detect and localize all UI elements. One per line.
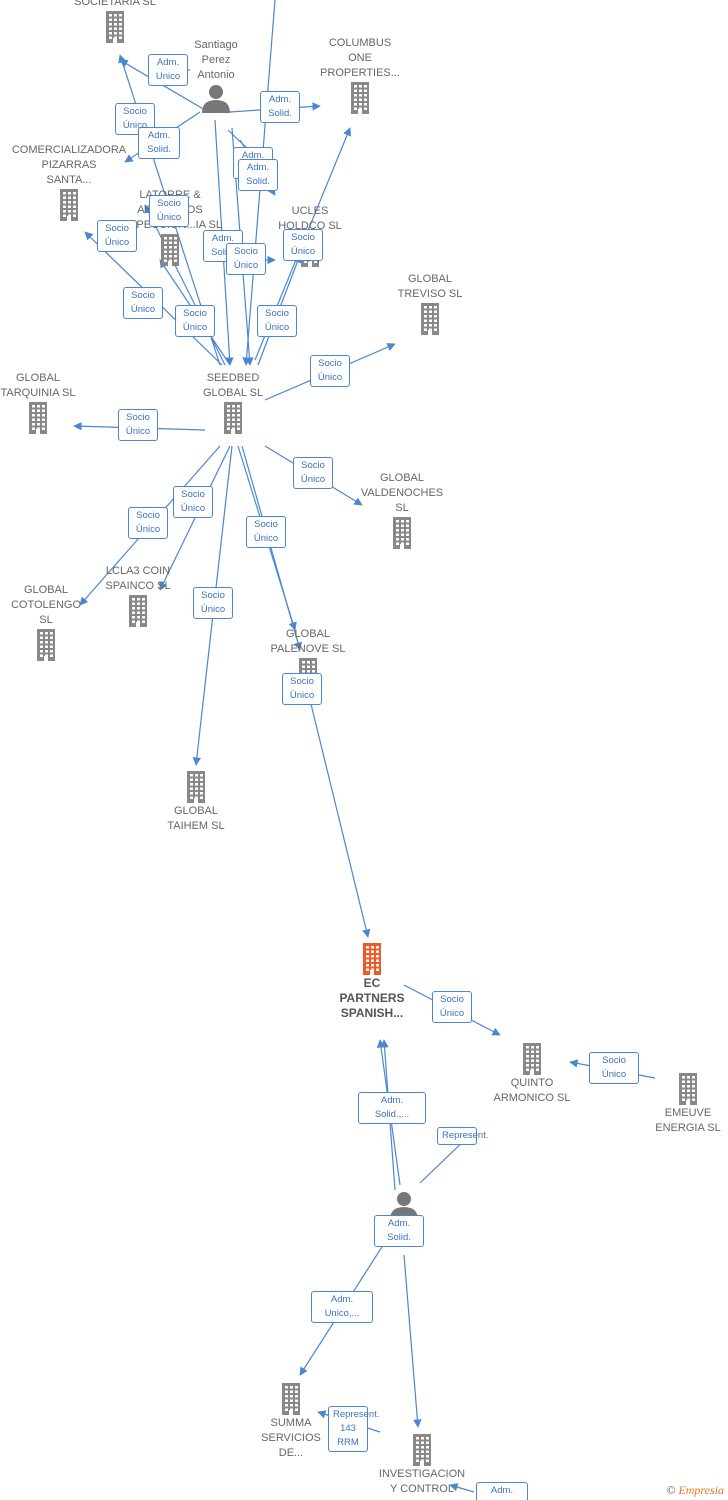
relation-label[interactable]: Adm. Solid. bbox=[260, 91, 300, 123]
relation-label[interactable]: Socio Único bbox=[246, 516, 286, 548]
building-icon bbox=[110, 233, 230, 267]
node-label: EMEUVE ENERGIA SL bbox=[655, 1107, 721, 1134]
relation-label[interactable]: Adm. Unico bbox=[148, 54, 188, 86]
relation-label[interactable]: Socio Único bbox=[432, 991, 472, 1023]
node-label: QUINTO ARMONICO SL bbox=[493, 1077, 571, 1104]
relation-label[interactable]: Adm. Solid. bbox=[138, 127, 180, 159]
relation-label[interactable]: Adm. Unico,... bbox=[311, 1291, 373, 1323]
node-seedbed[interactable]: SEEDBED GLOBAL SL bbox=[183, 371, 283, 435]
building-icon bbox=[146, 770, 246, 804]
node-tarquinia[interactable]: GLOBAL TARQUINIA SL bbox=[0, 371, 90, 435]
node-label: GLOBAL PALENOVE SL bbox=[270, 628, 346, 655]
relation-label[interactable]: Socio Único bbox=[175, 305, 215, 337]
node-label: EC PARTNERS SPANISH... bbox=[339, 976, 405, 1020]
node-investigacion[interactable]: INVESTIGACION Y CONTROL bbox=[372, 1433, 472, 1497]
node-lcla3[interactable]: LCLA3 COIN SPAINCO SL bbox=[88, 564, 188, 628]
relation-edge bbox=[309, 699, 371, 938]
node-taihem[interactable]: GLOBAL TAIHEM SL bbox=[146, 770, 246, 834]
copyright-symbol: © bbox=[666, 1483, 676, 1497]
node-label: GLOBAL COTOLENGO SL bbox=[10, 584, 82, 626]
building-icon bbox=[88, 594, 188, 628]
node-treviso[interactable]: GLOBAL TREVISO SL bbox=[380, 272, 480, 336]
node-quinto[interactable]: QUINTO ARMONICO SL bbox=[482, 1042, 582, 1106]
node-label: GLOBAL TAIHEM SL bbox=[167, 805, 225, 832]
node-cotolengo[interactable]: GLOBAL COTOLENGO SL bbox=[0, 583, 92, 662]
person-icon bbox=[176, 83, 256, 113]
building-icon bbox=[305, 81, 415, 115]
relation-label[interactable]: Represent. 143 RRM bbox=[328, 1406, 379, 1452]
relation-label[interactable]: Socio Único bbox=[97, 220, 137, 252]
building-icon bbox=[246, 1382, 336, 1416]
relation-label[interactable]: Socio Único bbox=[173, 486, 213, 518]
node-ecpartners[interactable]: EC PARTNERS SPANISH... bbox=[322, 942, 422, 1021]
relation-label[interactable]: Socio Único bbox=[128, 507, 168, 539]
relation-label[interactable]: Socio Único bbox=[293, 457, 333, 489]
node-emeuve[interactable]: EMEUVE ENERGIA SL bbox=[642, 1072, 728, 1136]
building-icon bbox=[352, 516, 452, 550]
node-label: COMERCIALIZADORA PIZARRAS SANTA... bbox=[11, 144, 127, 186]
node-label: COLUMBUS ONE PROPERTIES... bbox=[320, 37, 400, 79]
node-label: GLOBAL VALDENOCHES SL bbox=[360, 472, 444, 514]
relation-edge bbox=[449, 1483, 475, 1493]
relation-label[interactable]: Socio Único bbox=[257, 305, 297, 337]
node-label: INVESTIGACION Y CONTROL bbox=[378, 1468, 466, 1495]
building-icon bbox=[322, 942, 422, 976]
relation-edge bbox=[241, 445, 302, 651]
node-societaria[interactable]: SOCIETARIA SL bbox=[60, 0, 170, 44]
relation-label[interactable]: Adm. Solid.,... bbox=[358, 1092, 426, 1124]
building-icon bbox=[4, 188, 134, 222]
node-comercializadora[interactable]: COMERCIALIZADORA PIZARRAS SANTA... bbox=[4, 143, 134, 222]
node-santiago[interactable]: Santiago Perez Antonio bbox=[176, 38, 256, 113]
node-columbus[interactable]: COLUMBUS ONE PROPERTIES... bbox=[305, 36, 415, 115]
node-valdenoches[interactable]: GLOBAL VALDENOCHES SL bbox=[352, 471, 452, 550]
building-icon bbox=[60, 10, 170, 44]
relation-label[interactable]: Socio Único bbox=[282, 673, 322, 705]
relation-label[interactable]: Adm. Solid. bbox=[374, 1215, 424, 1247]
relation-label[interactable]: Socio Único bbox=[118, 409, 158, 441]
relation-label[interactable]: Socio Único bbox=[226, 243, 266, 275]
relation-label[interactable]: Represent. bbox=[437, 1127, 488, 1145]
node-label: GLOBAL TARQUINIA SL bbox=[0, 372, 76, 399]
relation-edge bbox=[159, 445, 231, 591]
relation-label[interactable]: Socio Único bbox=[149, 195, 189, 227]
building-icon bbox=[482, 1042, 582, 1076]
relation-label[interactable]: Socio Único bbox=[193, 587, 233, 619]
building-icon bbox=[380, 302, 480, 336]
node-label: Santiago Perez Antonio bbox=[194, 39, 238, 81]
relation-label[interactable]: Adm. Solid. bbox=[238, 159, 278, 191]
building-icon bbox=[372, 1433, 472, 1467]
building-icon bbox=[0, 401, 90, 435]
relation-label[interactable]: Socio Único bbox=[589, 1052, 639, 1084]
relation-edge bbox=[403, 1254, 422, 1428]
copyright-footer: © Empresia bbox=[666, 1483, 724, 1498]
relation-label[interactable]: Socio Único bbox=[310, 355, 350, 387]
node-label: SEEDBED GLOBAL SL bbox=[202, 372, 264, 399]
relation-label[interactable]: Socio Único bbox=[123, 287, 163, 319]
building-icon bbox=[183, 401, 283, 435]
node-label: LCLA3 COIN SPAINCO SL bbox=[105, 565, 171, 592]
relation-label[interactable]: Socio Único bbox=[283, 229, 323, 261]
building-icon bbox=[642, 1072, 728, 1106]
relation-label[interactable]: Adm. Unico bbox=[476, 1482, 528, 1500]
node-label: SOCIETARIA SL bbox=[74, 0, 156, 8]
building-icon bbox=[0, 628, 92, 662]
brand-logo: Empresia bbox=[678, 1483, 724, 1497]
node-summa[interactable]: SUMMA SERVICIOS DE... bbox=[246, 1382, 336, 1461]
node-label: GLOBAL TREVISO SL bbox=[397, 273, 463, 300]
node-label: SUMMA SERVICIOS DE... bbox=[261, 1417, 321, 1459]
